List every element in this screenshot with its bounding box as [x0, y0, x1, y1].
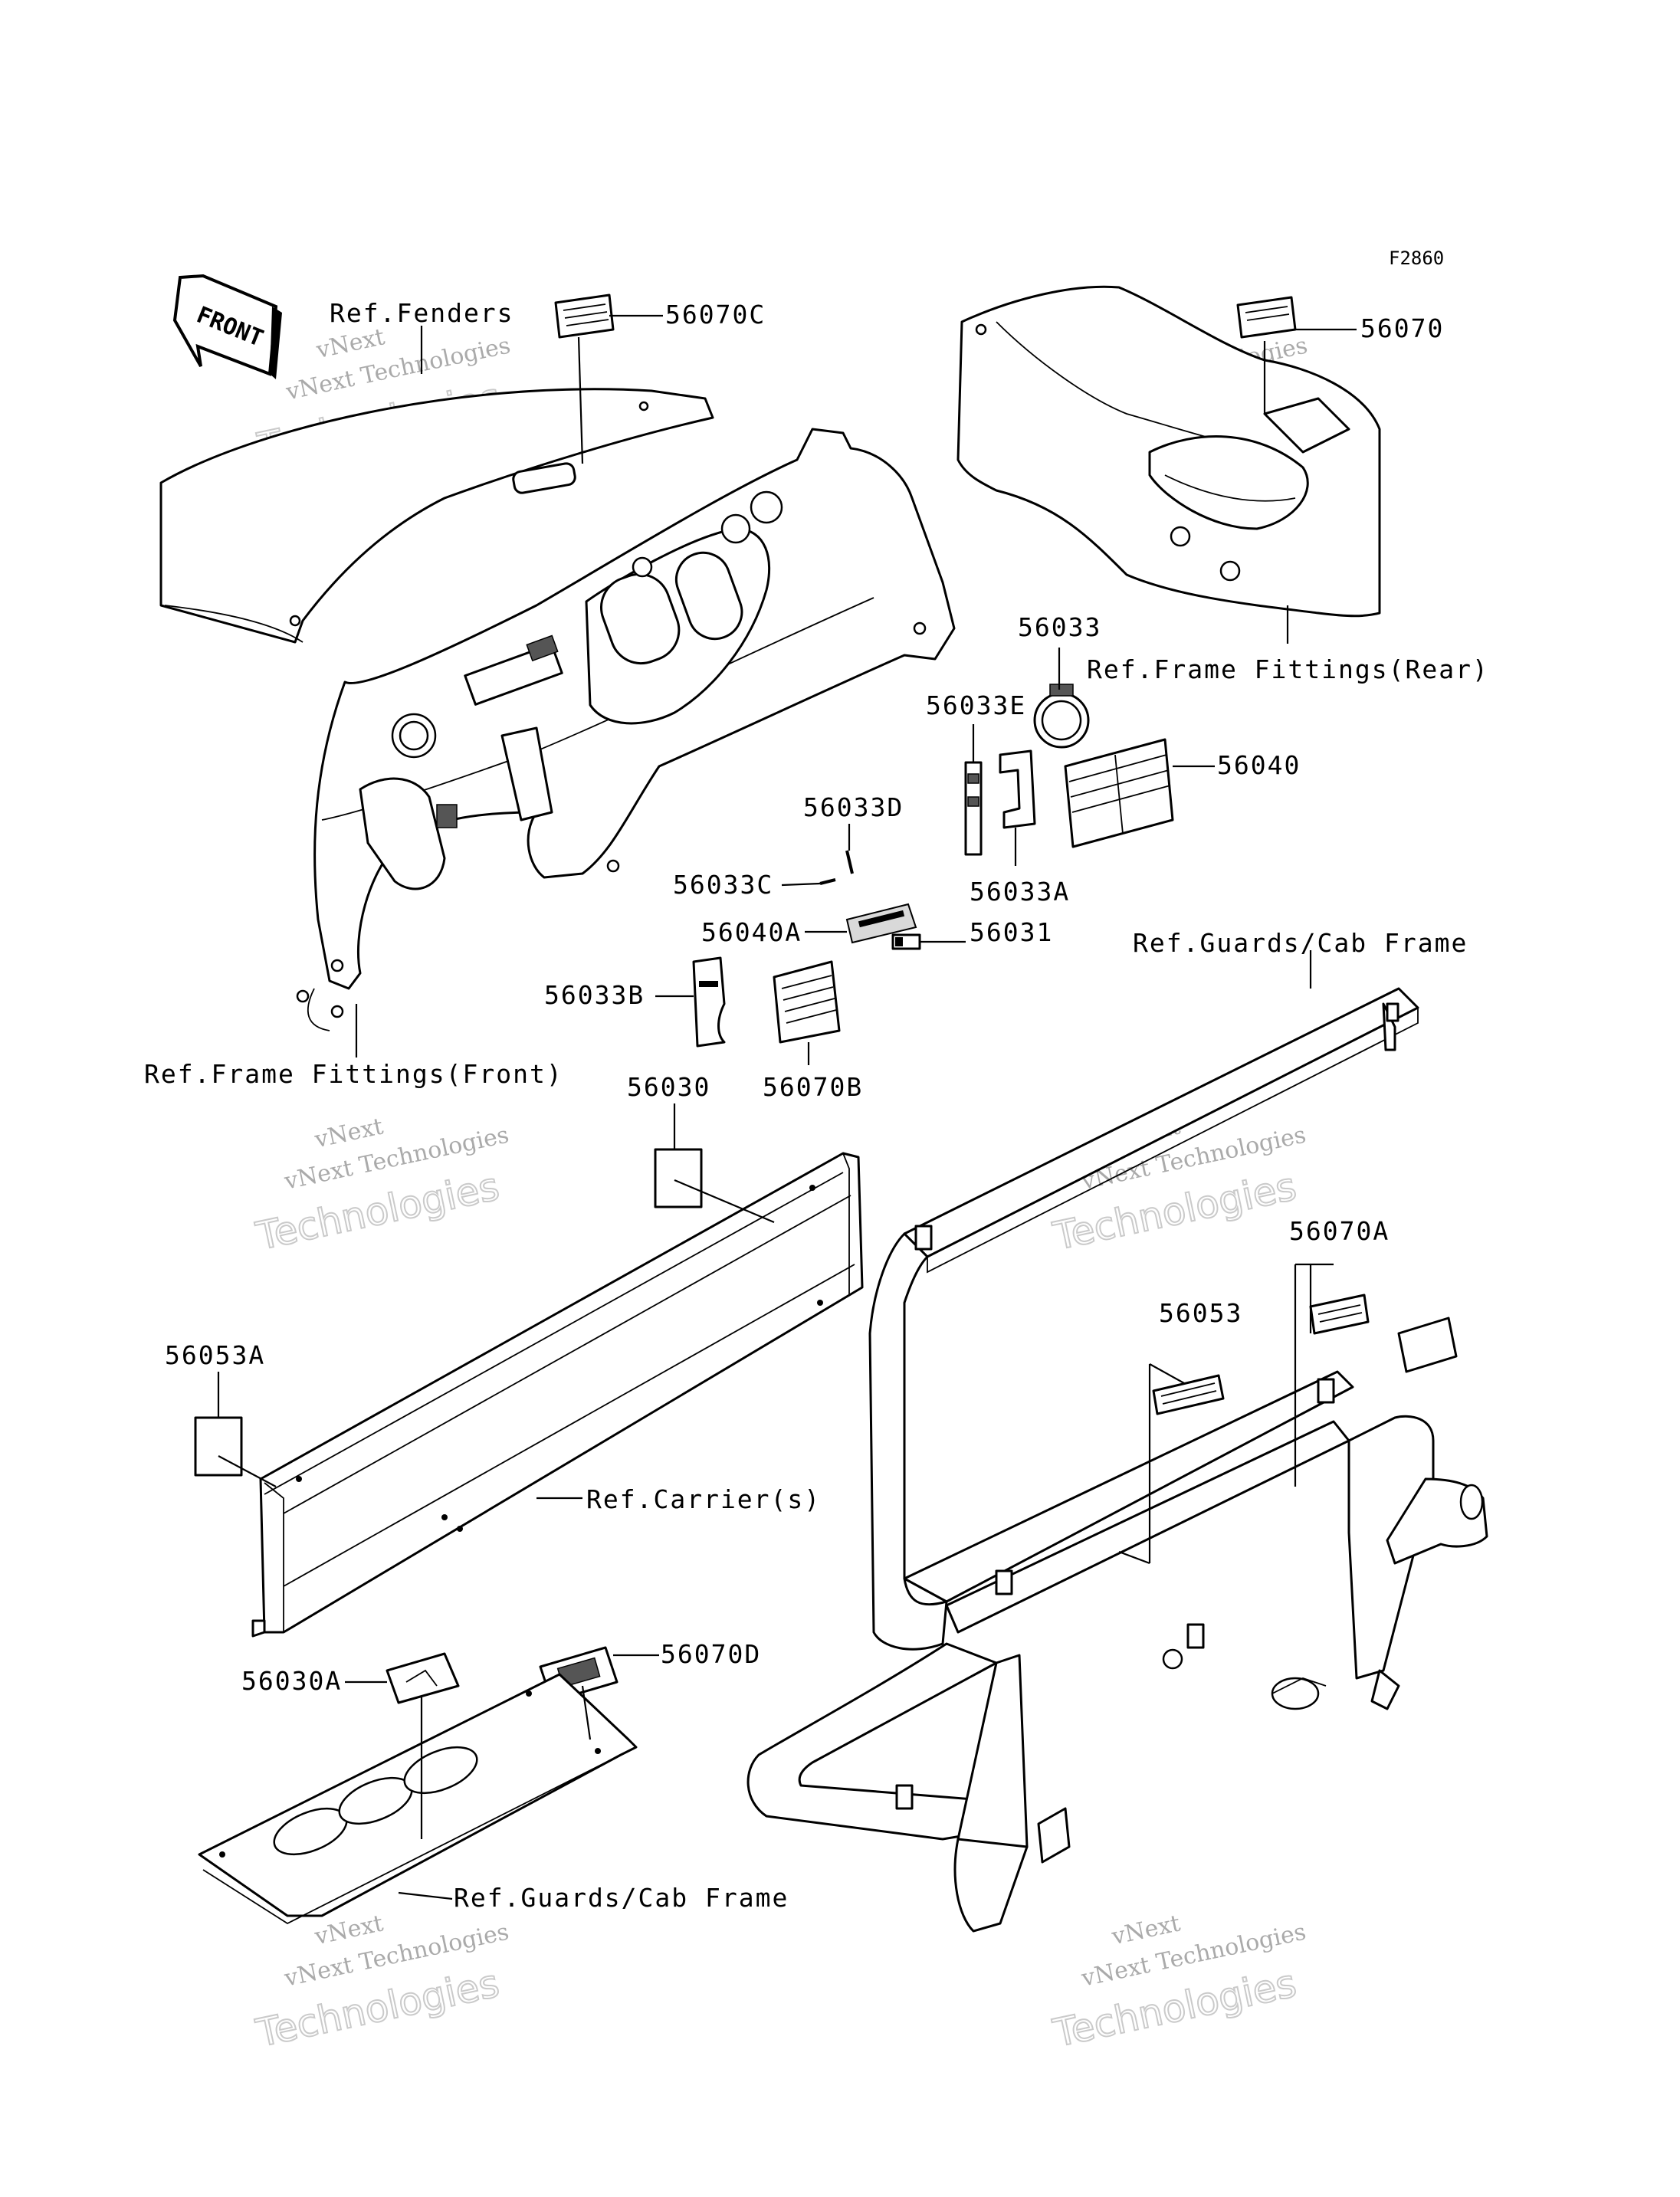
- label-56040A: 56040A: [701, 917, 802, 947]
- label-56033A: 56033A: [970, 877, 1070, 907]
- decal-56033D: [845, 850, 854, 874]
- label-56030: 56030: [627, 1072, 710, 1102]
- label-56033B: 56033B: [544, 980, 645, 1010]
- label-56033E: 56033E: [926, 690, 1026, 720]
- decal-56070: [1236, 296, 1297, 339]
- decal-56033B: [692, 956, 726, 1048]
- decal-56030A: [386, 1652, 460, 1704]
- decal-56031: [891, 933, 921, 950]
- decal-56033: [1033, 684, 1090, 749]
- label-56040: 56040: [1217, 750, 1301, 780]
- cab-frame-part: [746, 987, 1488, 1933]
- decal-56033C: [819, 878, 836, 885]
- decal-56033E: [964, 761, 983, 856]
- label-ref-frame-front: Ref.Frame Fittings(Front): [144, 1059, 563, 1089]
- label-ref-fenders: Ref.Fenders: [330, 298, 514, 328]
- label-56031: 56031: [970, 917, 1053, 947]
- label-ref-carrier: Ref.Carrier(s): [586, 1484, 821, 1514]
- dashboard-panel: [296, 428, 956, 1031]
- carrier-part: [251, 1152, 864, 1638]
- decal-56053A: [194, 1416, 243, 1477]
- label-ref-frame-rear: Ref.Frame Fittings(Rear): [1087, 654, 1489, 684]
- label-56033: 56033: [1018, 612, 1101, 642]
- watermark-bottom-right: vNext vNext Technologies Technologies: [1048, 1910, 1308, 2056]
- fender-part: [159, 388, 714, 644]
- figure-code: F2860: [1389, 248, 1444, 269]
- label-56070B: 56070B: [763, 1072, 863, 1102]
- label-56070C: 56070C: [665, 300, 766, 330]
- label-56053A: 56053A: [165, 1340, 265, 1370]
- front-arrow-icon: FRONT: [172, 274, 282, 379]
- decal-56070B: [773, 960, 841, 1044]
- decal-56040A: [845, 903, 917, 944]
- leader-lines: [217, 314, 1357, 1900]
- decal-56033A: [999, 749, 1036, 829]
- label-56070A: 56070A: [1289, 1216, 1390, 1246]
- label-56070: 56070: [1360, 313, 1444, 343]
- svg-text:vNext: vNext: [313, 323, 387, 364]
- decal-56070A: [1309, 1294, 1370, 1335]
- watermark-mid-left: vNext vNext Technologies Technologies: [251, 1113, 511, 1259]
- svg-text:vNext: vNext: [312, 1113, 386, 1153]
- decal-56070C: [554, 293, 615, 339]
- label-56033D: 56033D: [803, 792, 904, 822]
- label-56033C: 56033C: [673, 870, 773, 900]
- floor-plate-part: [198, 1673, 638, 1925]
- label-ref-guards-cab-top: Ref.Guards/Cab Frame: [1133, 928, 1468, 958]
- label-ref-guards-cab-bottom: Ref.Guards/Cab Frame: [454, 1883, 789, 1913]
- decal-56030: [654, 1148, 703, 1208]
- label-56053: 56053: [1159, 1298, 1242, 1328]
- decal-56040: [1064, 738, 1174, 848]
- label-56070D: 56070D: [661, 1639, 761, 1669]
- svg-text:vNext: vNext: [1109, 1910, 1183, 1950]
- decal-56053: [1152, 1374, 1225, 1415]
- label-56030A: 56030A: [241, 1666, 342, 1696]
- rear-frame-fitting: [956, 285, 1381, 618]
